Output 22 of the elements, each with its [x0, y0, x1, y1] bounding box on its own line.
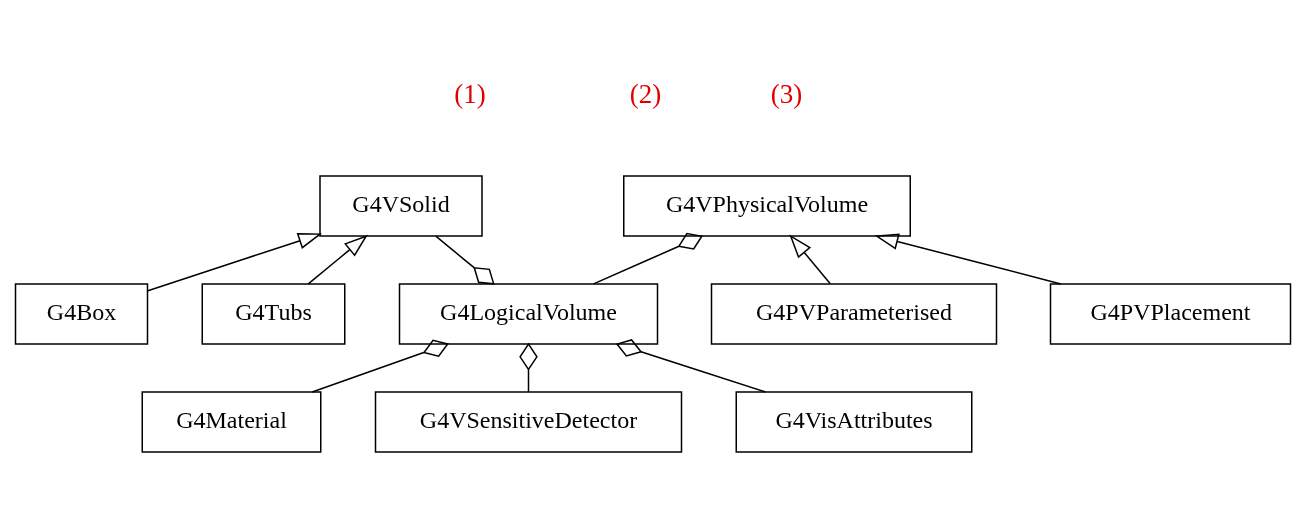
- node-box: G4VisAttributes: [735, 391, 973, 453]
- arrow: [307, 234, 368, 285]
- connector: [435, 235, 495, 285]
- arrow: [874, 233, 1062, 285]
- node-box: G4Box: [14, 283, 149, 345]
- label: (3): [770, 79, 803, 110]
- connector: [519, 342, 538, 393]
- label: (2): [629, 79, 662, 110]
- node-box: G4PVParameterised: [710, 283, 998, 345]
- arrow: [789, 234, 831, 285]
- node-box: G4LogicalVolume: [398, 283, 659, 345]
- node-box: G4VPhysicalVolume: [623, 175, 911, 237]
- connector: [615, 339, 767, 393]
- node-box: G4VSensitiveDetector: [374, 391, 683, 453]
- arrow: [147, 232, 323, 292]
- node-box: G4Material: [141, 391, 322, 453]
- node-box: G4VSolid: [319, 175, 483, 237]
- node-box: G4Tubs: [201, 283, 346, 345]
- connector: [311, 339, 449, 393]
- node-box: G4PVPlacement: [1049, 283, 1292, 345]
- label: (1): [454, 79, 486, 110]
- connector: [592, 232, 704, 285]
